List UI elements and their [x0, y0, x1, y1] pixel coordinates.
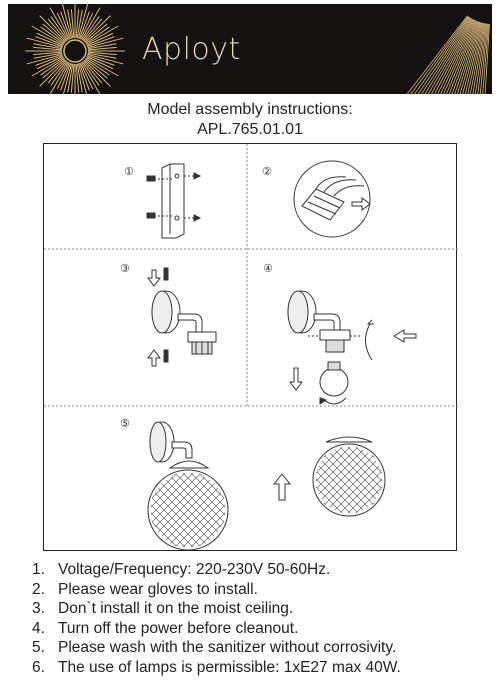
model-number: APL.765.01.01: [197, 121, 303, 138]
step-3-number: ③: [120, 262, 130, 275]
instruction-item: 1.Voltage/Frequency: 220-230V 50-60Hz.: [32, 561, 331, 578]
brand-name: Aployt: [142, 32, 241, 67]
instruction-item: 6.The use of lamps is permissible: 1xE27…: [32, 658, 401, 676]
step-4-number: ④: [263, 262, 273, 275]
socket-bulb-install-icon: [287, 290, 417, 405]
step-1-number: ①: [124, 165, 134, 178]
brand-banner: Aployt: [8, 4, 492, 94]
instruction-item: 5.Please wash with the sanitizer without…: [32, 639, 397, 657]
assembled-lamp-icon: [147, 421, 386, 551]
mounting-bracket-icon: [146, 163, 202, 239]
step-2-number: ②: [262, 165, 272, 178]
instruction-item: 3.Don`t install it on the moist ceiling.: [32, 600, 294, 618]
terminal-block-icon: [293, 160, 371, 238]
instruction-item: 4.Turn off the power before cleanout.: [32, 619, 299, 637]
instruction-item: 2.Please wear gloves to install.: [32, 580, 258, 598]
instruction-list: 1.Voltage/Frequency: 220-230V 50-60Hz. 2…: [32, 560, 401, 678]
assembly-diagram: ① ② ③ ④ ⑤: [43, 143, 458, 551]
step-5-number: ⑤: [120, 417, 130, 430]
sun-rays-logo-icon: [25, 4, 490, 94]
mount-base-arm-icon: [147, 267, 217, 367]
document-title: Model assembly instructions:: [147, 101, 353, 118]
